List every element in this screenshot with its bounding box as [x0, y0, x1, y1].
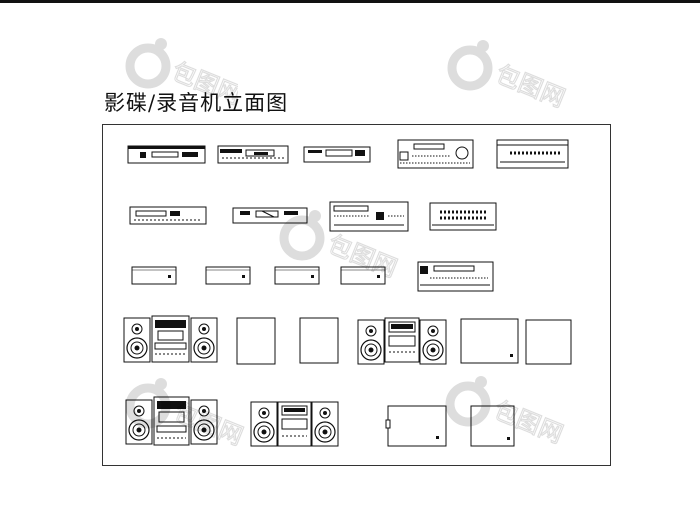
vcr [303, 146, 371, 163]
av-receiver-3 [417, 261, 494, 292]
side-view-8 [525, 319, 572, 365]
side-view-4 [340, 266, 386, 285]
page-title: 影碟/录音机立面图 [104, 91, 289, 115]
av-receiver-2 [329, 201, 409, 232]
side-view-10 [470, 405, 515, 447]
side-view-3 [274, 266, 320, 285]
drawing-frame [102, 124, 611, 466]
dvd-player-1 [127, 145, 206, 164]
side-view-6 [299, 317, 339, 364]
amplifier-2 [429, 202, 497, 231]
dvd-player-2 [217, 145, 289, 164]
side-view-9 [385, 405, 447, 447]
amplifier-1 [496, 139, 569, 169]
mini-hifi-system-2 [125, 396, 218, 446]
dvd-player-3 [129, 206, 207, 225]
side-view-1 [131, 266, 177, 285]
boombox-2 [250, 401, 339, 447]
side-view-7 [460, 318, 519, 364]
side-view-5 [236, 317, 276, 365]
boombox-1 [357, 317, 447, 365]
side-view-2 [205, 266, 251, 285]
top-border [0, 0, 700, 3]
cd-player [232, 207, 308, 224]
mini-hifi-system-1 [123, 315, 218, 363]
av-receiver-1 [397, 139, 474, 169]
